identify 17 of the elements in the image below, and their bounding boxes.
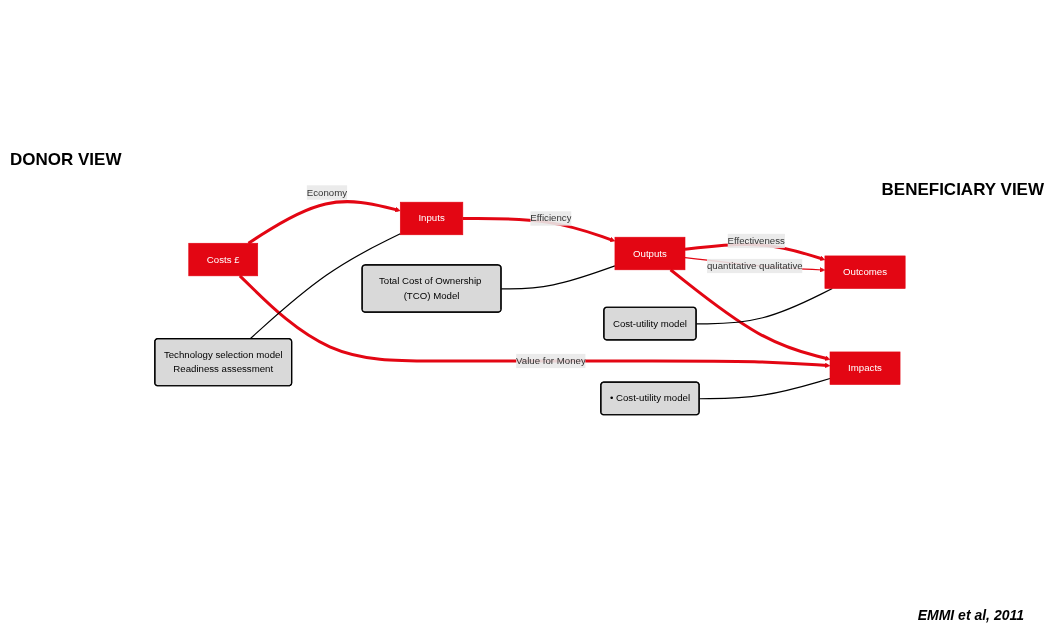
edge-label: quantitative qualitative	[706, 260, 803, 271]
node-box: Inputs	[399, 201, 464, 236]
arrow	[247, 200, 401, 245]
node-box: Costs £	[188, 242, 259, 277]
arrow	[238, 274, 831, 369]
citation-note: EMMI et al, 2011	[917, 607, 1024, 623]
node-box: Outputs	[614, 236, 686, 271]
node-box: Impacts	[829, 351, 901, 385]
edge-label: Effectiveness	[727, 235, 785, 246]
edge-label: Value for Money	[516, 355, 586, 366]
view-label: DONOR VIEW	[10, 150, 122, 170]
edge-label: Economy	[306, 187, 348, 198]
edge-label: Efficiency	[530, 213, 572, 224]
arrow	[669, 268, 831, 361]
view-label: BENEFICIARY VIEW	[881, 180, 1044, 200]
connector	[249, 233, 401, 340]
node-box: Outcomes	[824, 255, 906, 289]
